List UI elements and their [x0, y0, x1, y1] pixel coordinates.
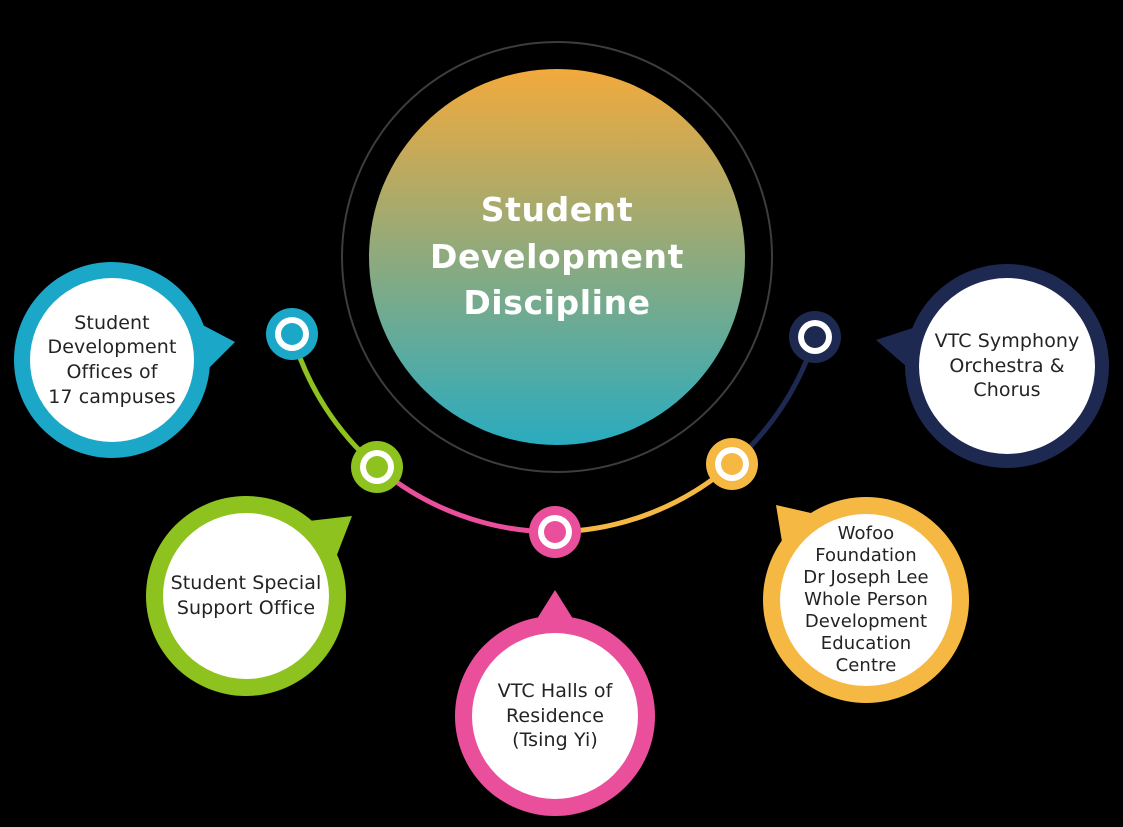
label-vtc-halls-of-residence: VTC Halls of Residence (Tsing Yi) — [497, 679, 613, 752]
node-wofoo-foundation-centre — [763, 497, 969, 703]
connector-arc-pink — [374, 464, 558, 535]
center-hub-title: Student Development Discipline — [430, 189, 684, 323]
node-inner — [30, 278, 194, 442]
connector-dot-orange — [706, 438, 758, 490]
dot-core — [721, 453, 743, 475]
connector-dot-navy — [789, 311, 841, 363]
node-vtc-symphony-orchestra — [905, 264, 1109, 468]
connector-dot-pink — [529, 506, 581, 558]
node-student-development-offices — [14, 262, 210, 458]
label-vtc-symphony-orchestra: VTC Symphony Orchestra & Chorus — [934, 329, 1080, 402]
connector-dot-cyan — [266, 308, 318, 360]
node-inner — [780, 514, 952, 686]
center-hub-circle — [369, 69, 745, 445]
center-outline-ring — [341, 41, 773, 473]
node-inner — [919, 278, 1095, 454]
node-inner — [163, 513, 329, 679]
node-vtc-halls-of-residence — [455, 616, 655, 816]
dot-core — [366, 456, 388, 478]
connector-arc-orange — [552, 461, 735, 535]
connector-dot-green — [351, 441, 403, 493]
dot-core — [281, 323, 303, 345]
dot-core — [544, 521, 566, 543]
node-student-special-support-office — [146, 496, 346, 696]
label-student-development-offices: Student Development Offices of 17 campus… — [47, 311, 177, 408]
dot-core — [804, 326, 826, 348]
label-student-special-support-office: Student Special Support Office — [170, 572, 322, 619]
node-inner — [472, 633, 638, 799]
label-wofoo-foundation-centre: Wofoo Foundation Dr Joseph Lee Whole Per… — [803, 523, 929, 676]
